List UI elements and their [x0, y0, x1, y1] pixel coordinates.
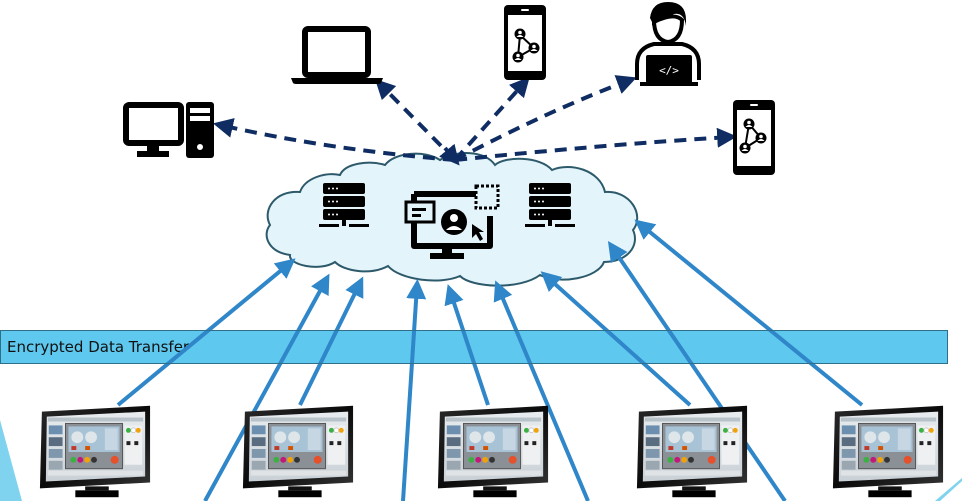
laptop-icon: [291, 26, 383, 84]
hmi-terminal: [242, 405, 354, 498]
solid-arrow: [203, 273, 330, 501]
solid-arrow: [493, 280, 590, 501]
dashed-connections: [212, 75, 738, 166]
hmi-terminal: [832, 405, 944, 498]
dashed-arrow-to-smartphone-right: [454, 127, 738, 162]
hmi-terminal: [636, 405, 748, 498]
decorative-accent-shape: [935, 478, 962, 501]
dashed-arrow-to-laptop: [374, 78, 457, 162]
code-glyph: </>: [659, 64, 679, 77]
smartphone-network-icon: [733, 100, 775, 175]
decorative-accent-shape: [0, 420, 22, 501]
remote-monitor-user-icon: [404, 184, 500, 259]
server-rack-icon: [319, 183, 369, 227]
encrypted-data-transfer-banner: Encrypted Data Transfer: [0, 330, 948, 364]
solid-arrow: [401, 278, 427, 501]
solid-arrow: [607, 241, 787, 501]
dashed-arrow-into-cloud: [439, 143, 460, 166]
banner-label: Encrypted Data Transfer: [7, 338, 190, 356]
smartphone-network-icon: [504, 5, 546, 80]
dashed-arrow-to-developer: [454, 75, 637, 162]
dashed-arrow-to-smartphone-top: [453, 76, 530, 162]
solid-arrow: [634, 219, 864, 407]
dashed-arrow-to-desktop: [212, 118, 456, 162]
developer-with-laptop-icon: </>: [635, 2, 701, 86]
desktop-computer-icon: [123, 102, 214, 158]
hmi-terminal: [39, 405, 151, 498]
hmi-terminal: [437, 405, 549, 498]
solid-connections: [116, 219, 864, 501]
server-rack-icon: [525, 183, 575, 227]
